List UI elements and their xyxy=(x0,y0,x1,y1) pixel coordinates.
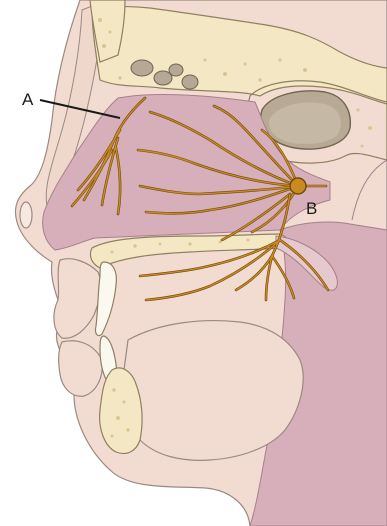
pterygopalatine-ganglion xyxy=(290,178,306,194)
nostril xyxy=(20,202,32,228)
label-b: B xyxy=(306,200,317,217)
label-a: A xyxy=(22,91,33,108)
